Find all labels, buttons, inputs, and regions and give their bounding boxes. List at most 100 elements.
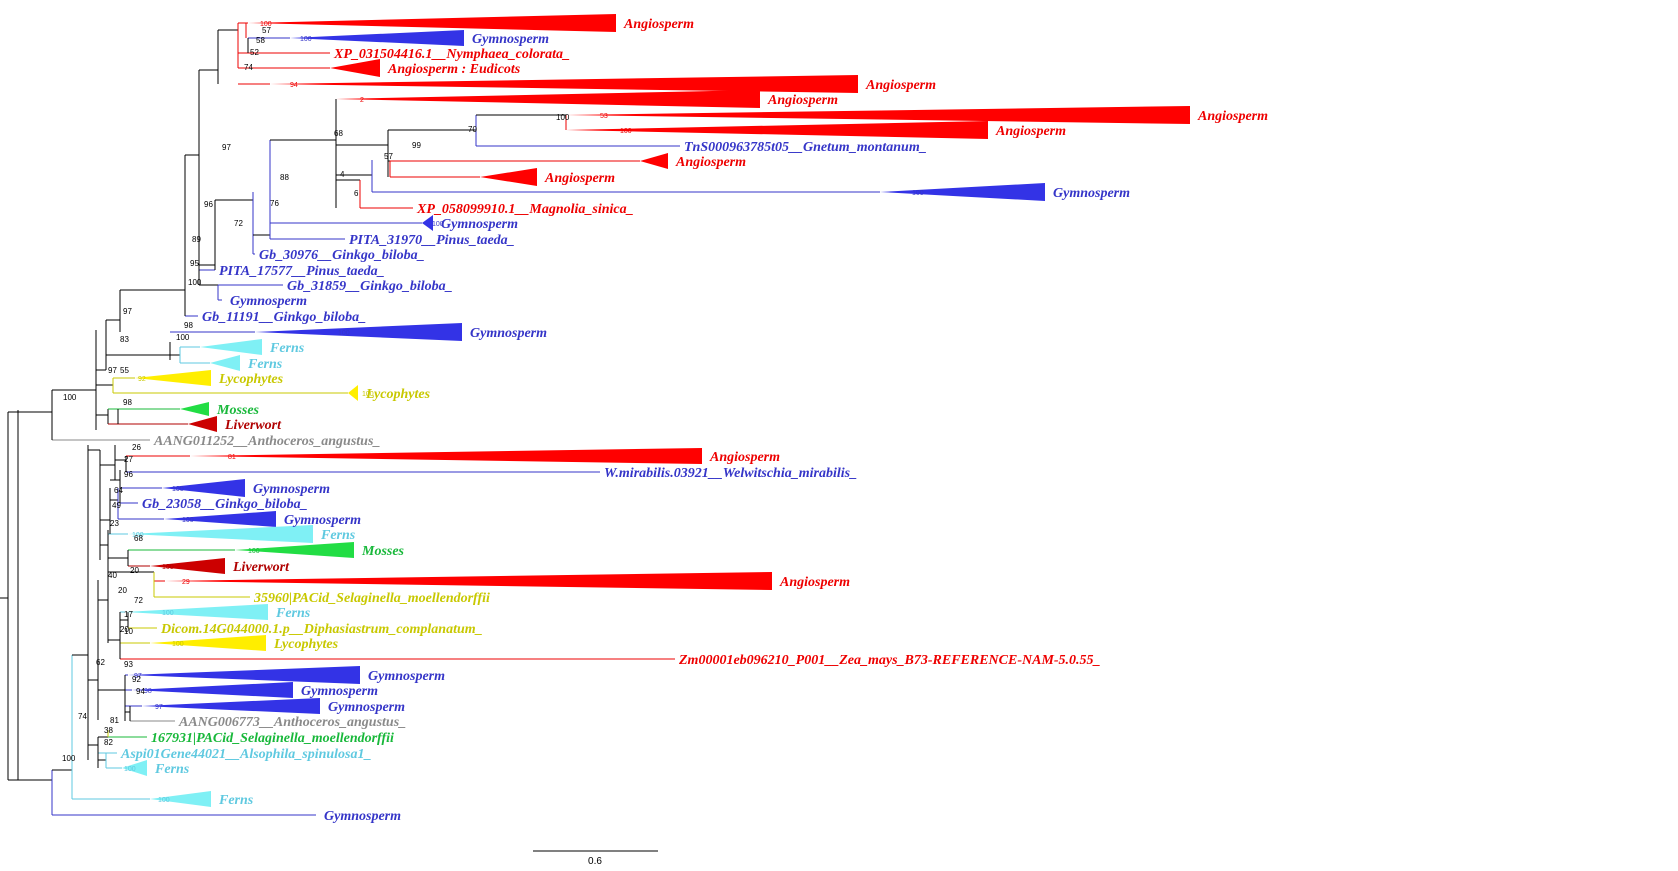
bootstrap-value: 57 [262,26,271,35]
clade-label: Angiosperm [995,124,1066,139]
bootstrap-value: 88 [280,173,289,182]
collapsed-clade-triangle [330,59,380,77]
leaf-label: Gb_23058__Ginkgo_biloba_ [142,497,308,512]
bootstrap-value: 68 [134,534,143,543]
clade-support-value: 100 [172,486,184,493]
bootstrap-value: 17 [124,610,133,619]
clade-label: Mosses [361,544,405,559]
clade-label: Gymnosperm [1053,186,1130,201]
bootstrap-value: 83 [120,335,129,344]
collapsed-clade-triangle [248,14,616,32]
bootstrap-value: 100 [176,333,190,342]
collapsed-clade-triangle [255,323,462,341]
bootstrap-value: 93 [124,660,133,669]
collapsed-clade-triangle [162,479,245,497]
clade-support-value: 100 [362,391,374,398]
clade-label: Ferns [275,606,311,621]
clade-label: Gymnosperm [441,217,518,232]
collapsed-clade-triangle [190,448,702,464]
collapsed-clade-triangle [348,385,358,401]
leaf-label: Zm00001eb096210_P001__Zea_mays_B73-REFER… [678,653,1101,668]
bootstrap-value: 23 [110,519,119,528]
collapsed-clade-triangle [142,698,320,714]
clade-support-value: 29 [182,579,190,586]
clade-support-value: 97 [134,673,142,680]
leaf-label: Gb_30976__Ginkgo_biloba_ [259,248,425,263]
clade-support-value: 94 [290,82,298,89]
tip-labels: AngiospermGymnospermXP_031504416.1__Nymp… [120,17,1268,824]
bootstrap-value: 27 [124,455,133,464]
collapsed-clade-triangle [150,635,266,651]
clade-support-value: 98 [144,688,152,695]
collapsed-clade-triangle [422,215,433,231]
clade-support-value: 92 [138,376,146,383]
leaf-label: XP_058099910.1__Magnolia_sinica_ [416,202,634,217]
bootstrap-value: 89 [192,235,201,244]
clade-label: Gymnosperm [301,684,378,699]
bootstrap-value: 38 [104,726,113,735]
clade-label: Lycophytes [273,637,339,652]
bootstrap-value: 100 [556,113,570,122]
collapsed-clade-triangle [135,370,211,386]
clade-label: Lycophytes [218,372,284,387]
bootstrap-value: 20 [130,566,139,575]
clade-label: Gymnosperm [324,809,401,824]
clade-support-value: 100 [260,21,272,28]
collapsed-clade-triangle [165,572,772,590]
clade-support-value: 100 [432,221,444,228]
collapsed-clade-triangle [132,682,293,698]
collapsed-clade-triangle [150,791,211,807]
clade-label: Gymnosperm [284,513,361,528]
leaf-label: AANG011252__Anthoceros_angustus_ [153,434,380,449]
clade-label: Gymnosperm [368,669,445,684]
bootstrap-value: 92 [132,675,141,684]
bootstrap-value: 26 [132,443,141,452]
collapsed-clade-triangle [880,183,1045,201]
clade-label: Angiosperm : Eudicots [387,62,521,77]
clade-label: Angiosperm [709,450,780,465]
collapsed-clade-triangle [128,525,313,543]
bootstrap-values: 1001009425310010010010092100811001001001… [62,21,924,804]
clade-support-value: 100 [172,641,184,648]
bootstrap-value: 68 [334,129,343,138]
clade-label: Angiosperm [623,17,694,32]
bootstrap-value: 98 [184,321,193,330]
bootstrap-value: 97 [222,143,231,152]
bootstrap-value: 52 [250,48,259,57]
clade-label: Gymnosperm [230,294,307,309]
clade-label: Gymnosperm [470,326,547,341]
clade-label: Liverwort [232,560,290,575]
leaf-label: AANG006773__Anthoceros_angustus_ [178,715,406,730]
leaf-label: 35960|PACid_Selaginella_moellendorffii [253,591,490,606]
bootstrap-value: 74 [78,712,87,721]
collapsed-clade-triangle [180,402,209,416]
bootstrap-value: 40 [108,571,117,580]
bootstrap-value: 72 [234,219,243,228]
bootstrap-value: 96 [204,200,213,209]
bootstrap-value: 100 [188,278,202,287]
bootstrap-value: 98 [123,398,132,407]
leaf-label: PITA_17577__Pinus_taeda_ [219,264,385,279]
bootstrap-value: 6 [354,189,359,198]
bootstrap-value: 49 [112,501,121,510]
clade-label: Gymnosperm [472,32,549,47]
leaf-label: TnS000963785t05__Gnetum_montanum_ [684,140,927,155]
clade-support-value: 100 [338,330,350,337]
collapsed-clade-triangle [122,760,147,776]
collapsed-clade-triangle [150,558,225,574]
clade-label: Angiosperm [544,171,615,186]
clade-label: Ferns [154,762,190,777]
leaf-label: Aspi01Gene44021__Alsophila_spinulosa1_ [120,747,372,762]
clade-support-value: 100 [158,797,170,804]
clade-support-value: 100 [162,564,174,571]
bootstrap-value: 20 [118,586,127,595]
clade-support-value: 2 [360,97,364,104]
clade-support-value: 100 [182,517,194,524]
bootstrap-value: 70 [468,125,477,134]
clade-label: Ferns [218,793,254,808]
clade-label: Gymnosperm [253,482,330,497]
bootstrap-value: 97 [108,366,117,375]
collapsed-clade-triangle [290,30,464,46]
clade-label: Ferns [269,341,305,356]
